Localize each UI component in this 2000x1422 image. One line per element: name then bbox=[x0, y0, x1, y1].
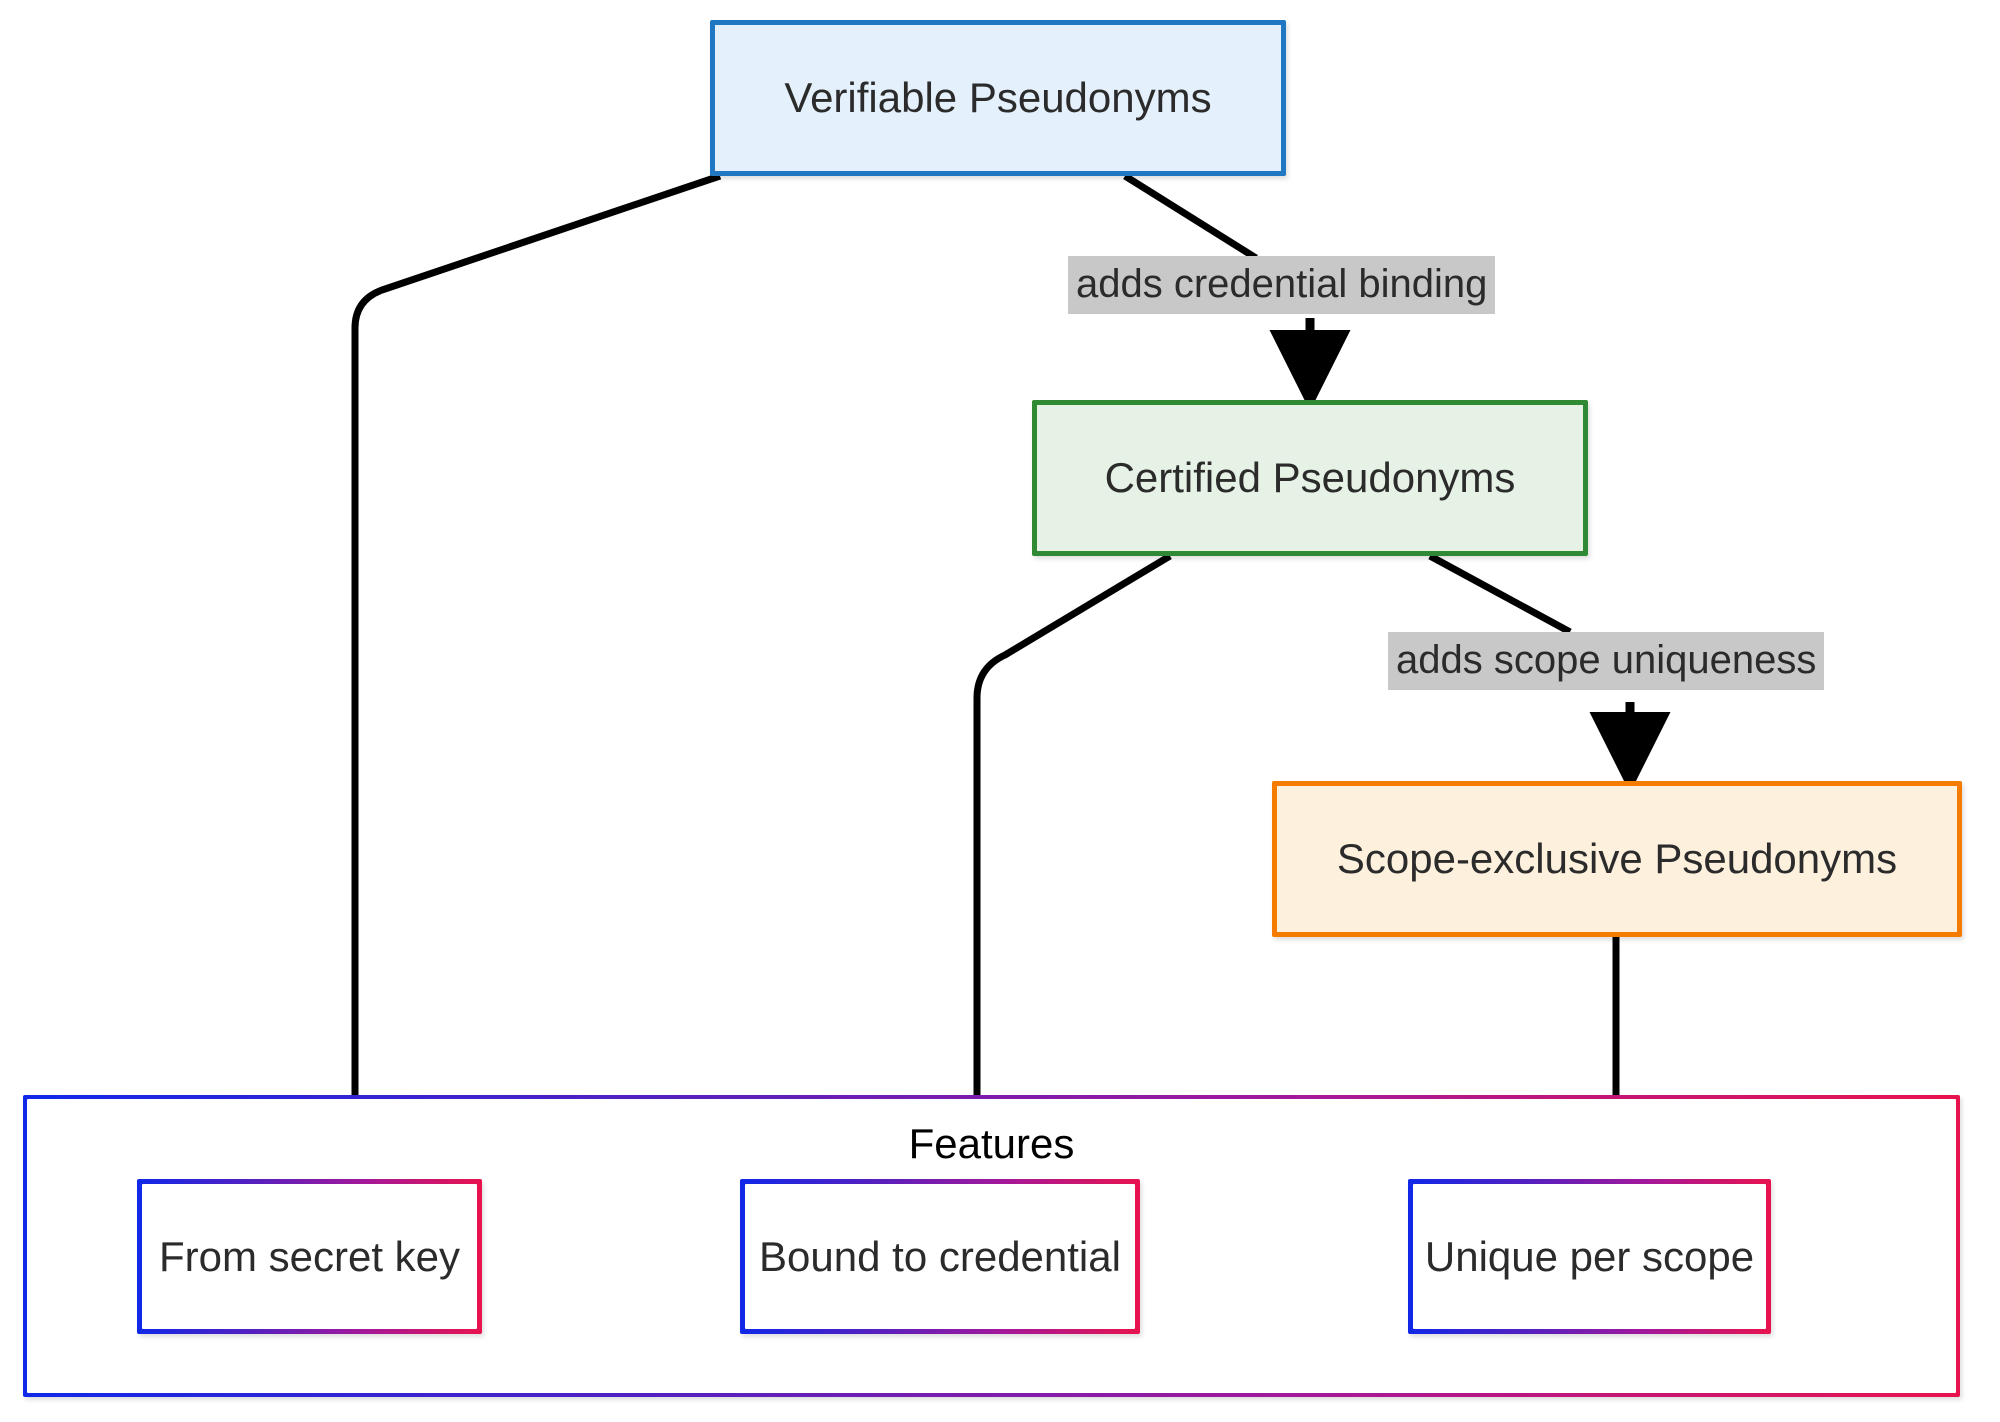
node-bound-to-credential-body: Bound to credential bbox=[745, 1184, 1135, 1329]
subgraph-features-title: Features bbox=[908, 1120, 1075, 1167]
edge-certified-to-scope-exclusive bbox=[1428, 552, 1572, 636]
edge-label-adds-scope-uniqueness: adds scope uniqueness bbox=[1388, 632, 1825, 690]
node-verifiable-pseudonyms-label: Verifiable Pseudonyms bbox=[784, 73, 1212, 121]
subgraph-features-body: Features From secret key Bound to creden… bbox=[27, 1099, 1956, 1393]
edge-certified-to-bound-to-credential bbox=[973, 552, 1172, 1175]
node-bound-to-credential[interactable]: Bound to credential bbox=[740, 1179, 1140, 1334]
edge-label-adds-credential-binding: adds credential binding bbox=[1068, 256, 1496, 314]
subgraph-features: Features From secret key Bound to creden… bbox=[23, 1095, 1960, 1397]
node-from-secret-key-body: From secret key bbox=[142, 1184, 477, 1329]
edge-verifiable-to-from-secret-key bbox=[351, 172, 722, 1175]
node-unique-per-scope[interactable]: Unique per scope bbox=[1408, 1179, 1771, 1334]
node-unique-per-scope-body: Unique per scope bbox=[1413, 1184, 1766, 1329]
node-verifiable-pseudonyms[interactable]: Verifiable Pseudonyms bbox=[710, 20, 1286, 176]
node-certified-pseudonyms[interactable]: Certified Pseudonyms bbox=[1032, 400, 1588, 556]
edge-verifiable-to-certified bbox=[1123, 173, 1258, 261]
node-scope-exclusive-pseudonyms-label: Scope-exclusive Pseudonyms bbox=[1336, 834, 1898, 882]
node-bound-to-credential-label: Bound to credential bbox=[759, 1232, 1121, 1280]
node-from-secret-key[interactable]: From secret key bbox=[137, 1179, 482, 1334]
node-from-secret-key-label: From secret key bbox=[158, 1232, 461, 1280]
node-certified-pseudonyms-label: Certified Pseudonyms bbox=[1104, 453, 1516, 501]
node-unique-per-scope-label: Unique per scope bbox=[1424, 1232, 1755, 1280]
node-scope-exclusive-pseudonyms[interactable]: Scope-exclusive Pseudonyms bbox=[1272, 781, 1962, 937]
